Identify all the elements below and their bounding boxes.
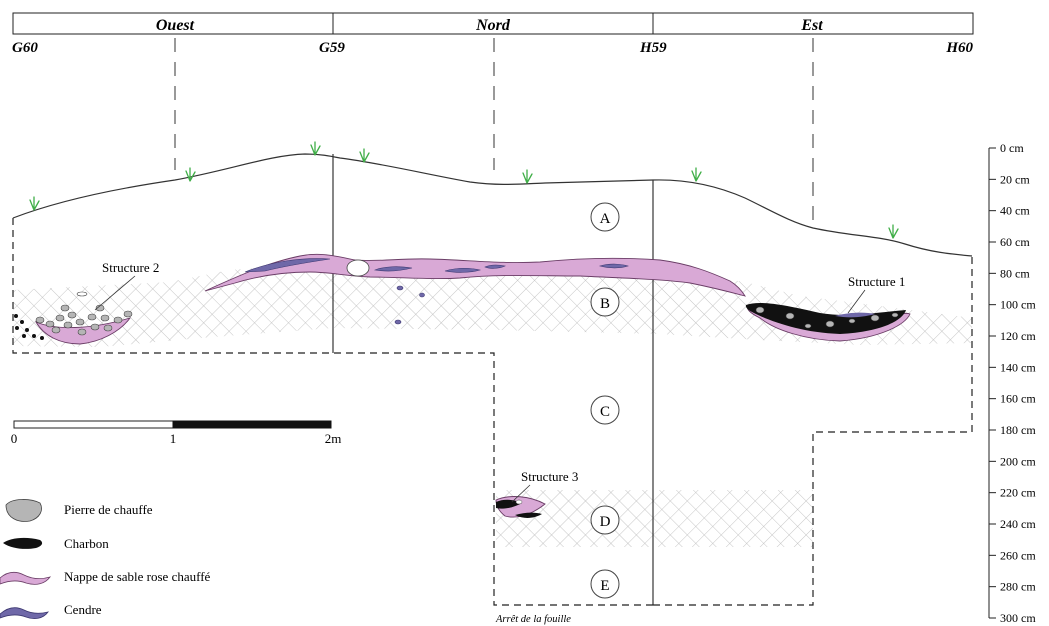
depth-tick-label: 20 cm bbox=[1000, 172, 1030, 186]
depth-tick-label: 140 cm bbox=[1000, 360, 1036, 374]
wall-label-est: Est bbox=[800, 17, 823, 34]
depth-tick-label: 60 cm bbox=[1000, 235, 1030, 249]
legend-label-ash: Cendre bbox=[64, 602, 102, 617]
scale-label-1: 1 bbox=[170, 431, 177, 446]
legend: Pierre de chauffe Charbon Nappe de sable… bbox=[0, 499, 211, 619]
layer-label-b: B bbox=[600, 296, 610, 312]
structure-1-feature bbox=[745, 289, 911, 342]
layer-d-hatch bbox=[496, 490, 813, 547]
grid-label-g60: G60 bbox=[12, 40, 38, 56]
depth-tick-label: 40 cm bbox=[1000, 204, 1030, 218]
ash-streaks bbox=[244, 258, 629, 325]
depth-tick-label: 260 cm bbox=[1000, 548, 1036, 562]
legend-label-sand: Nappe de sable rose chauffé bbox=[64, 569, 211, 584]
grid-label-h59: H59 bbox=[639, 40, 667, 56]
stone-swatch-icon bbox=[5, 499, 42, 522]
layer-label-d: D bbox=[600, 514, 611, 530]
ash-swatch-icon bbox=[0, 607, 49, 619]
depth-tick-label: 200 cm bbox=[1000, 454, 1036, 468]
legend-label-charcoal: Charbon bbox=[64, 536, 109, 551]
depth-tick-label: 280 cm bbox=[1000, 580, 1036, 594]
legend-label-stone: Pierre de chauffe bbox=[64, 502, 153, 517]
layer-label-e: E bbox=[600, 578, 609, 594]
grid-label-h60: H60 bbox=[945, 40, 973, 56]
wall-header: Ouest Nord Est bbox=[12, 12, 974, 35]
structure-3-feature bbox=[495, 484, 546, 518]
scale-bar: 0 1 2m bbox=[11, 420, 342, 446]
depth-scale: 0 cm 20 cm 40 cm 60 cm 80 cm 100 cm 120 cm 140 … bbox=[988, 141, 1036, 625]
structure-3-label: Structure 3 bbox=[521, 469, 578, 484]
grid-label-g59: G59 bbox=[319, 40, 345, 56]
depth-tick-label: 220 cm bbox=[1000, 486, 1036, 500]
reference-lines bbox=[174, 38, 814, 225]
depth-tick-label: 240 cm bbox=[1000, 517, 1036, 531]
stone-white bbox=[346, 259, 370, 277]
excavation-end-note: Arrêt de la fouille bbox=[495, 614, 571, 625]
wall-label-nord: Nord bbox=[475, 17, 511, 34]
depth-tick-label: 120 cm bbox=[1000, 329, 1036, 343]
depth-tick-label: 100 cm bbox=[1000, 298, 1036, 312]
section-boundaries bbox=[332, 154, 654, 605]
layer-label-a: A bbox=[600, 211, 611, 227]
excavation-outline bbox=[12, 218, 973, 606]
depth-tick-label: 160 cm bbox=[1000, 392, 1036, 406]
depth-tick-label: 180 cm bbox=[1000, 423, 1036, 437]
charcoal-swatch-icon bbox=[3, 537, 43, 549]
wall-label-ouest: Ouest bbox=[156, 17, 195, 34]
scale-label-2m: 2m bbox=[325, 431, 342, 446]
depth-tick-label: 300 cm bbox=[1000, 611, 1036, 625]
scale-label-0: 0 bbox=[11, 431, 18, 446]
grass-tufts bbox=[29, 141, 899, 239]
grid-points: G60 G59 H59 H60 bbox=[12, 40, 973, 56]
sand-swatch-icon bbox=[0, 571, 52, 585]
structure-1-label: Structure 1 bbox=[848, 274, 905, 289]
layer-label-c: C bbox=[600, 404, 610, 420]
depth-tick-label: 80 cm bbox=[1000, 266, 1030, 280]
depth-tick-label: 0 cm bbox=[1000, 141, 1024, 155]
structure-2-label: Structure 2 bbox=[102, 260, 159, 275]
layer-markers bbox=[590, 202, 620, 599]
ground-surface bbox=[12, 153, 973, 257]
structure-2-feature bbox=[14, 275, 136, 345]
